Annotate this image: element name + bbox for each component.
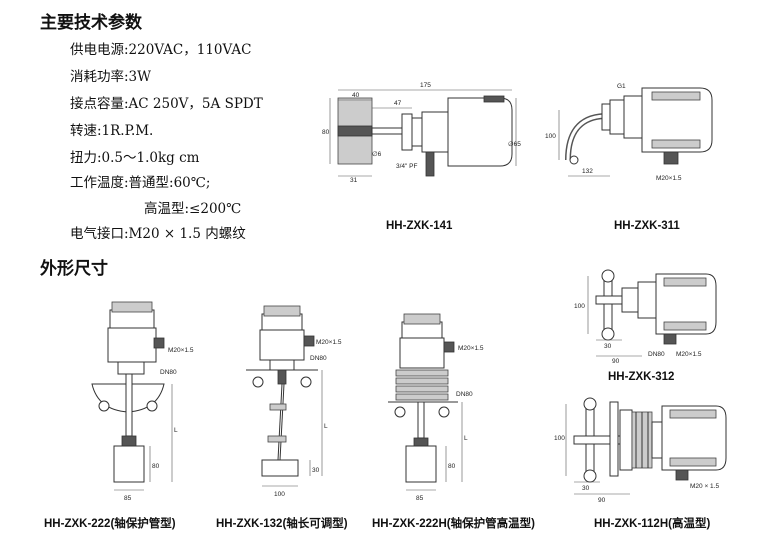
dim-80: 80 [322, 129, 330, 136]
dim-100-112h: 100 [554, 435, 565, 442]
dim-175: 175 [420, 82, 431, 89]
housing-141 [447, 97, 513, 167]
dim-dn80-222: DN80 [160, 369, 177, 376]
dim-m20-222h: M20×1.5 [458, 345, 484, 352]
dim-80-222h: 80 [448, 463, 456, 470]
dim-40: 40 [352, 92, 360, 99]
dim-dn80-222h: DN80 [456, 391, 473, 398]
caption-312: HH-ZXK-312 [608, 371, 675, 383]
housing-112h [661, 405, 727, 471]
dim-100-132: 100 [274, 491, 285, 498]
housing-311 [641, 87, 713, 153]
dim-m20-132: M20×1.5 [316, 339, 342, 346]
dim-31: 31 [350, 177, 358, 184]
dim-m20-311: M20×1.5 [656, 175, 682, 182]
drawing-112h: 100 30 90 M20 × 1.5 [554, 397, 727, 504]
dim-65: ∅65 [508, 141, 521, 148]
drawing-132: L 30 100 M20×1.5 DN80 [246, 305, 342, 498]
housing-222 [107, 327, 157, 363]
dim-100-312: 100 [574, 303, 585, 310]
spec-temp-normal: 工作温度:普通型:60℃; [70, 175, 211, 191]
caption-222h: HH-ZXK-222H(轴保护管高温型) [372, 518, 535, 530]
drawing-141: 175 40 47 80 ∅6 31 3/4" PF ∅65 [322, 82, 521, 184]
caption-311: HH-ZXK-311 [614, 220, 680, 232]
drawing-222: L 80 85 M20×1.5 DN80 [91, 301, 194, 502]
dim-80-222: 80 [152, 463, 160, 470]
caption-222: HH-ZXK-222(轴保护管型) [44, 518, 176, 530]
drawing-222h: L 80 85 M20×1.5 DN80 [388, 313, 484, 502]
dim-85-222h: 85 [416, 495, 424, 502]
dim-m20-312: M20×1.5 [676, 351, 702, 358]
dim-l-222h: L [464, 435, 468, 442]
dim-6: ∅6 [372, 151, 382, 158]
dim-132: 132 [582, 168, 593, 175]
drawing-311: G1 100 132 M20×1.5 [545, 83, 713, 182]
dim-m20-222: M20×1.5 [168, 347, 194, 354]
spec-torque: 扭力:0.5～1.0kg cm [70, 150, 200, 166]
dim-85-222: 85 [124, 495, 132, 502]
spec-speed: 转速:1R.P.M. [70, 123, 154, 139]
dim-dn80-312: DN80 [648, 351, 665, 358]
dim-l-222: L [174, 427, 178, 434]
dim-m20-112h: M20 × 1.5 [690, 483, 719, 490]
heading-specs: 主要技术参数 [40, 13, 142, 33]
drawing-312: 100 30 90 DN80 M20×1.5 [574, 269, 717, 365]
spec-electrical: 电气接口:M20 × 1.5 内螺纹 [70, 226, 246, 242]
spec-power: 供电电源:220VAC，110VAC [70, 42, 252, 58]
housing-222h [399, 337, 445, 369]
housing-132 [259, 329, 305, 361]
spec-temp-high: 高温型:≤200℃ [144, 201, 242, 217]
dim-90-112h: 90 [598, 497, 606, 504]
dim-100-311: 100 [545, 133, 556, 140]
dim-30-132: 30 [312, 467, 320, 474]
dim-30-312: 30 [604, 343, 612, 350]
dim-34pf: 3/4" PF [396, 163, 417, 170]
spec-consumption: 消耗功率:3W [70, 69, 152, 85]
dim-30-112h: 30 [582, 485, 590, 492]
spec-contact: 接点容量:AC 250V，5A SPDT [70, 96, 263, 112]
caption-132: HH-ZXK-132(轴长可调型) [216, 518, 348, 530]
heading-dimensions: 外形尺寸 [40, 259, 108, 279]
dim-47: 47 [394, 100, 402, 107]
housing-312 [655, 273, 717, 335]
dim-90-312: 90 [612, 358, 620, 365]
dim-l-132: L [324, 423, 328, 430]
caption-112h: HH-ZXK-112H(高温型) [594, 518, 711, 530]
dim-g1: G1 [617, 83, 626, 90]
caption-141: HH-ZXK-141 [386, 220, 453, 232]
dim-dn80-132: DN80 [310, 355, 327, 362]
